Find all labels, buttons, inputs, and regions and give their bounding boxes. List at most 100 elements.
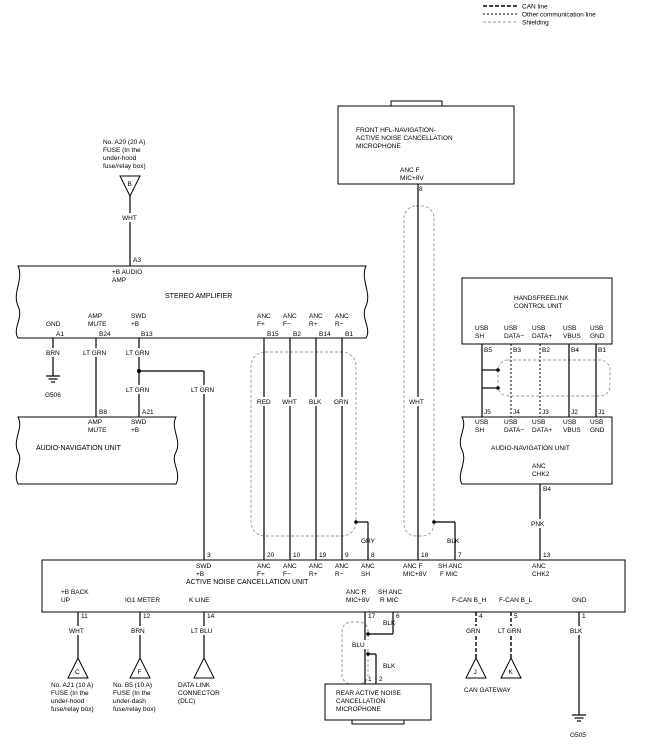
amp-baudio-label-2: AMP — [112, 277, 126, 284]
amp-ancfp-pin: B15 — [267, 331, 279, 338]
wire-grn-fcanh: GRN — [466, 628, 481, 635]
wire-label-bg — [189, 385, 219, 394]
wire-blu: BLU — [352, 642, 365, 649]
ancu-gnd-pin: 1 — [582, 613, 586, 620]
rear-mic-pin2: 2 — [379, 676, 383, 683]
audio-nav-unit-left: B8 A21 AMP MUTE SWD +B AUDIO-NAVIGATION … — [15, 409, 179, 485]
front-mic: FRONT HFL-NAVIGATION- ACTIVE NOISE CANCE… — [337, 100, 515, 560]
amp-ancfm-pin: B2 — [293, 331, 301, 338]
ancu-ancfp-2: F+ — [257, 571, 265, 578]
legend-other-comm: Other communication line — [522, 12, 596, 19]
ancu-ancfmic-1: ANC F — [403, 563, 423, 570]
ancu-bbackup-2: UP — [61, 597, 70, 604]
ancu-ancfm-pin: 10 — [293, 552, 301, 559]
wire-brn-ig1: BRN — [131, 628, 145, 635]
shield-usb — [497, 359, 611, 397]
wire-label-bg — [496, 626, 526, 635]
wire-blk-rear1: BLK — [383, 620, 396, 627]
hfl-usbgnd-1: USB — [590, 325, 603, 332]
wire-wht-mic: WHT — [409, 399, 424, 406]
hfl-usbsh-pin: B5 — [484, 347, 492, 354]
hfl-usbdp-1: USB — [532, 325, 545, 332]
dlc-triangle — [193, 656, 215, 679]
wire-label-bg — [44, 348, 64, 357]
amp-gnd-label: GND — [46, 321, 61, 328]
ancu-ig1-pin: 12 — [143, 613, 151, 620]
ancu-bbackup-pin: 11 — [81, 613, 88, 620]
anr-usbdm-2: DATA− — [504, 427, 524, 434]
hfl-usbvbus-1: USB — [563, 325, 576, 332]
anr-usbgnd-pin: J1 — [598, 409, 605, 416]
hfl-line1: HANDSFREELINK — [514, 295, 569, 302]
wire-ltgrn-ampmute: LT GRN — [83, 350, 107, 357]
wire-blk-rear2: BLK — [383, 663, 396, 670]
ancu-shancr-2: R MIC — [380, 597, 399, 604]
wire-label-bg — [350, 640, 372, 649]
ancu-shancf-1: SH ANC — [438, 563, 463, 570]
wire-ltblu: LT BLU — [191, 628, 213, 635]
front-mic-line2: ACTIVE NOISE CANCELLATION — [356, 135, 453, 142]
ancu-swd-1: SWD — [196, 563, 211, 570]
amp-ancfp-label-1: ANC — [257, 313, 271, 320]
hfl-usbdp-2: DATA+ — [532, 333, 552, 340]
amp-ancrm-label-2: R− — [335, 321, 344, 328]
fuse-a21-line1: No. A21 (10 A) — [51, 682, 93, 689]
anr-usbsh-1: USB — [475, 419, 488, 426]
amp-ancrm-pin: B1 — [345, 331, 353, 338]
fuse-a20: No. A20 (20 A) FUSE (In the under-hood f… — [103, 139, 146, 266]
ancu-shancr-1: SH ANC — [378, 589, 403, 596]
can-gateway-k-triangle — [500, 656, 522, 679]
fuse-a21-line3: under-hood — [51, 698, 85, 705]
ancu-ancsh-pin: 8 — [371, 552, 375, 559]
anl-ampmute-pin: B8 — [99, 409, 107, 416]
ancu-ancfm-2: F− — [283, 571, 291, 578]
ancu-ancrmic-2: MIC+8V — [346, 597, 370, 604]
fuse-a20-pin: A3 — [133, 257, 141, 264]
rear-mic-base — [351, 719, 405, 725]
amp-mute-label-2: MUTE — [88, 321, 107, 328]
wire-label-bg — [307, 397, 326, 406]
wire-label-bg — [124, 348, 154, 357]
anr-ancchk-2: CHK2 — [532, 471, 550, 478]
dlc-line2: CONNECTOR — [178, 690, 220, 697]
wire-label-bg — [67, 626, 89, 635]
hfl-usbgnd-pin: B1 — [598, 347, 606, 354]
hfl-box — [461, 277, 613, 345]
fuse-a20-tag-triangle — [119, 175, 141, 198]
amp-swd-label-2: +B — [131, 321, 139, 328]
wire-blk-gnd: BLK — [570, 628, 583, 635]
fuse-a20-wire: WHT — [122, 215, 137, 222]
wire-red: RED — [257, 399, 271, 406]
fuse-b5-line3: under-dash — [113, 698, 146, 705]
front-mic-cap — [390, 100, 443, 107]
can-gateway-tag-k: K — [509, 669, 514, 676]
ancu-ancsh-1: ANC — [361, 563, 375, 570]
ancu-ancchk-2: CHK2 — [532, 571, 550, 578]
amp-baudio-label-1: +B AUDIO — [112, 269, 142, 276]
ancu-ancrm-1: ANC — [335, 563, 349, 570]
ancu-ancfmic-pin: 18 — [421, 552, 429, 559]
can-gateway-j-triangle — [465, 656, 487, 679]
amp-ancfm-label-1: ANC — [283, 313, 297, 320]
ground-g506: G506 — [45, 392, 61, 399]
rear-mic-line1: REAR ACTIVE NOISE — [336, 690, 402, 697]
anl-ampmute-label-1: AMP — [88, 419, 102, 426]
ancu-ancrp-1: ANC — [309, 563, 323, 570]
hfl-usbvbus-pin: B4 — [571, 347, 579, 354]
wire-blk: BLK — [309, 399, 322, 406]
amp-ancrm-label-1: ANC — [335, 313, 349, 320]
ancu-gnd: GND — [572, 597, 587, 604]
wire-ltgrn-swd-2: LT GRN — [126, 387, 150, 394]
hfl-usbsh-1: USB — [475, 325, 488, 332]
rear-mic-pin1: 1 — [368, 676, 372, 683]
can-gateway-label: CAN GATEWAY — [464, 687, 511, 694]
anr-ancchk-pin: B4 — [543, 486, 551, 493]
ancu-ancrmic-pin: 17 — [368, 613, 376, 620]
ancu-fcanl-pin: 5 — [514, 613, 518, 620]
fuse-a20-line4: fuse/relay box) — [103, 163, 146, 170]
ancu-ancfp-1: ANC — [257, 563, 271, 570]
hfl-usbdm-pin: B3 — [513, 347, 521, 354]
rear-mic-line2: CANCELLATION — [336, 698, 386, 705]
ancu-ancsh-2: SH — [361, 571, 370, 578]
ancu-ancrm-pin: 9 — [345, 552, 349, 559]
